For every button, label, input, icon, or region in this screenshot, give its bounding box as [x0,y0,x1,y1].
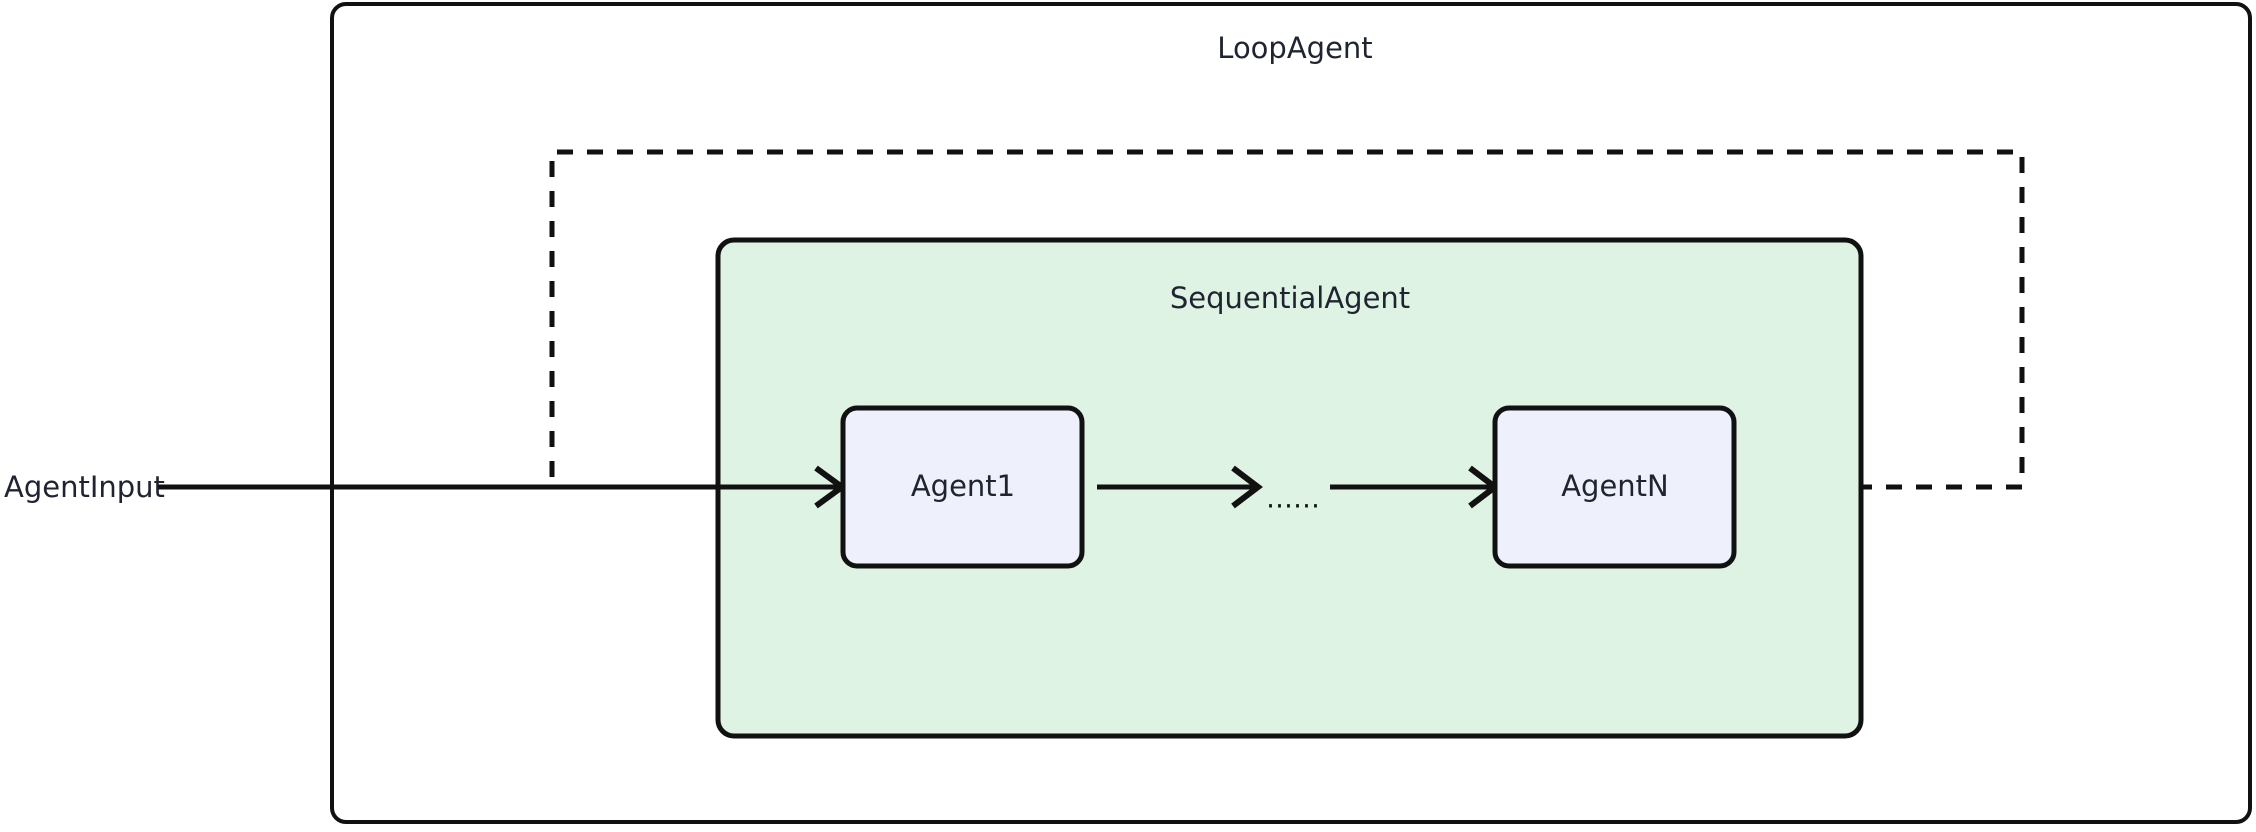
loop-agent-title: LoopAgent [1217,31,1372,65]
node-agentn-label: AgentN [1561,469,1669,503]
sequential-agent-title: SequentialAgent [1170,281,1410,315]
node-agent1[interactable] [840,405,1085,569]
agent-input-label: AgentInput [4,470,165,504]
agent1-to-ellipsis-arrowhead-icon [1231,465,1263,509]
node-agentn[interactable] [1492,405,1737,569]
ellipsis-label: …… [1266,484,1320,515]
node-agent1-label: Agent1 [911,469,1015,503]
loopback-dashed-edge [549,149,2025,490]
